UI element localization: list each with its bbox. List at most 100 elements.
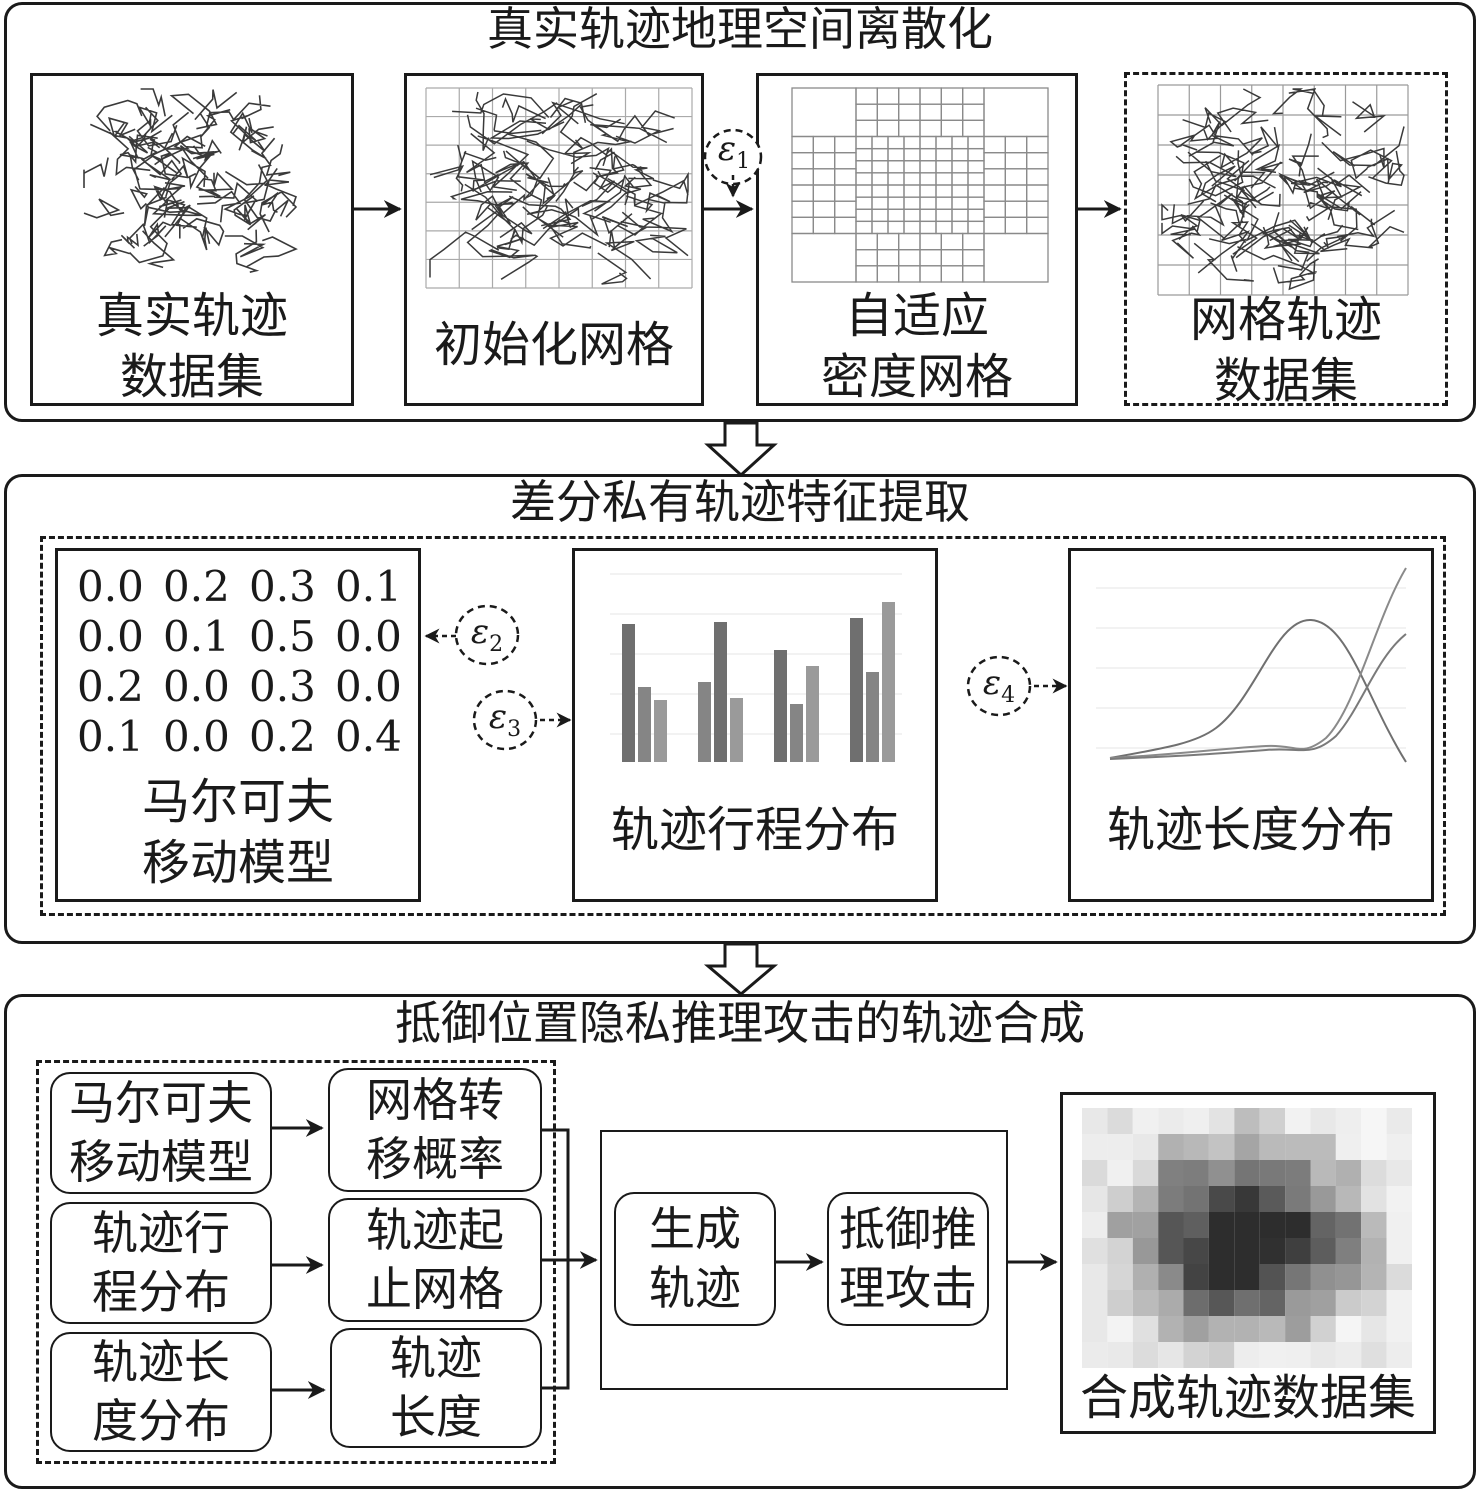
heatmap-cell [1386,1134,1412,1160]
real-trajectory-label: 真实轨迹 数据集 [95,288,288,406]
down-arrow-2 [703,942,779,996]
heatmap-cell [1208,1212,1235,1238]
heatmap-cell [1310,1290,1336,1316]
heatmap-cell [1107,1108,1133,1134]
heatmap-cell [1361,1290,1387,1316]
heatmap-cell [1183,1342,1209,1368]
heatmap-cell [1361,1160,1387,1186]
matrix-cell: 0.4 [335,712,402,761]
heatmap-cell [1285,1342,1311,1368]
heatmap-cell [1335,1264,1362,1290]
heatmap-cell [1361,1186,1387,1212]
epsilon-2-node [454,604,520,666]
markov-model-label: 马尔可夫 移动模型 [141,774,334,892]
heatmap-cell [1158,1238,1184,1264]
length-curve-chart [1096,567,1407,763]
heatmap-cell [1158,1108,1184,1134]
heatmap-cell [1234,1212,1260,1238]
synthetic-heatmap [1082,1108,1412,1368]
heatmap-cell [1132,1134,1159,1160]
chart-bar [714,622,727,762]
heatmap-cell [1082,1134,1108,1160]
heatmap-cell [1285,1160,1311,1186]
heatmap-cell [1259,1134,1286,1160]
heatmap-cell [1158,1316,1184,1342]
heatmap-cell [1361,1264,1387,1290]
epsilon-1-node [703,128,763,186]
heatmap-cell [1285,1134,1311,1160]
chart-bar [638,687,651,762]
heatmap-cell [1310,1342,1336,1368]
heatmap-cell [1158,1160,1184,1186]
heatmap-cell [1082,1290,1108,1316]
heatmap-cell [1208,1238,1235,1264]
heatmap-cell [1310,1264,1336,1290]
heatmap-cell [1310,1134,1336,1160]
epsilon-4-node [966,655,1032,717]
heatmap-cell [1259,1238,1286,1264]
heatmap-cell [1386,1264,1412,1290]
length-distribution-label: 轨迹长度分布 [1106,802,1395,858]
grid-cell [983,232,1049,283]
heatmap-cell [1107,1342,1133,1368]
heatmap-cell [1310,1316,1336,1342]
heatmap-cell [1386,1316,1412,1342]
heatmap-cell [1208,1316,1235,1342]
heatmap-cell [1234,1238,1260,1264]
adaptive-grid-image [791,87,1049,283]
matrix-cell: 0.1 [163,612,230,661]
heatmap-cell [1386,1238,1412,1264]
heatmap-cell [1107,1238,1133,1264]
heatmap-cell [1107,1264,1133,1290]
heatmap-cell [1183,1316,1209,1342]
heatmap-cell [1208,1342,1235,1368]
heatmap-cell [1158,1264,1184,1290]
heatmap-cell [1259,1186,1286,1212]
heatmap-cell [1386,1160,1412,1186]
down-arrow-1 [704,421,778,478]
mid-box-start-end-grid: 轨迹起 止网格 [328,1198,542,1322]
heatmap-cell [1208,1108,1235,1134]
heatmap-cell [1259,1290,1286,1316]
epsilon-3-node [472,689,538,751]
heatmap-cell [1082,1108,1108,1134]
heatmap-cell [1132,1160,1159,1186]
heatmap-cell [1132,1290,1159,1316]
heatmap-cell [1082,1264,1108,1290]
epsilon-1-label: ε1 [717,129,751,174]
left-box-markov: 马尔可夫 移动模型 [50,1072,272,1194]
matrix-cell: 0.0 [335,612,402,661]
heatmap-cell [1234,1186,1260,1212]
heatmap-cell [1335,1316,1362,1342]
section1-title: 真实轨迹地理空间离散化 [487,2,993,56]
heatmap-cell [1285,1186,1311,1212]
matrix-cell: 0.1 [77,712,144,761]
matrix-cell: 0.2 [77,662,144,711]
real-trajectory-box [30,73,354,406]
heatmap-cell [1259,1212,1286,1238]
heatmap-cell [1335,1342,1362,1368]
adaptive-density-grid-box [756,73,1078,406]
heatmap-cell [1107,1134,1133,1160]
heatmap-cell [1335,1186,1362,1212]
chart-bar [730,698,743,762]
adaptive-density-grid-label: 自适应 密度网格 [820,288,1013,406]
heatmap-cell [1335,1160,1362,1186]
heatmap-cell [1310,1212,1336,1238]
matrix-cell: 0.0 [163,712,230,761]
heatmap-cell [1132,1342,1159,1368]
heatmap-cell [1285,1212,1311,1238]
epsilon-4-label: ε4 [982,663,1016,708]
trajectory-network-image-1 [83,88,298,273]
heatmap-cell [1208,1186,1235,1212]
heatmap-cell [1361,1134,1387,1160]
heatmap-cell [1082,1238,1108,1264]
heatmap-cell [1310,1108,1336,1134]
synthesis-inputs-dashed [36,1060,556,1464]
heatmap-cell [1386,1186,1412,1212]
heatmap-cell [1082,1186,1108,1212]
heatmap-cell [1361,1342,1387,1368]
chart-bar [806,666,819,762]
